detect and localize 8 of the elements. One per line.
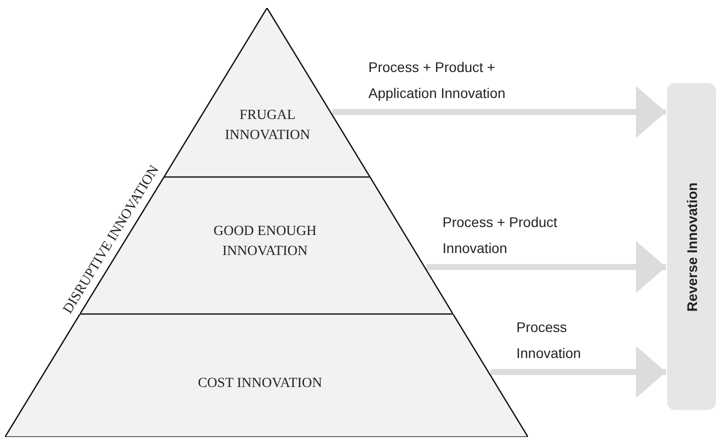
arrow [426,241,666,293]
tier-label: COST INNOVATION [196,375,324,393]
panel-title: Reverse Innovation [684,182,700,312]
tier-label: GOOD ENOUGH INNOVATION [212,223,318,261]
side-panel [667,83,716,410]
arrow [490,346,666,398]
arrow [332,86,666,138]
tier-label: FRUGAL INNOVATION [224,107,312,145]
